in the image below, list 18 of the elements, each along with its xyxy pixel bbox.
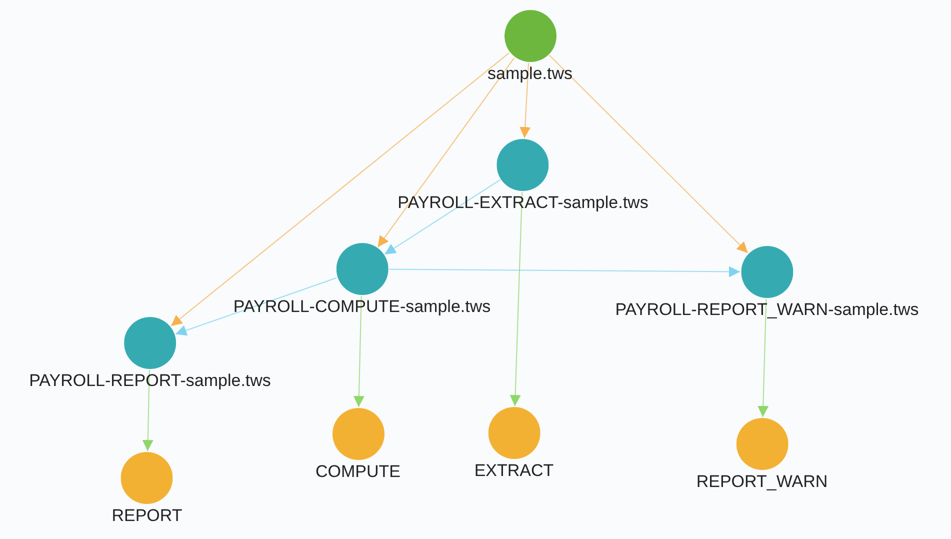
arrow [510, 191, 523, 407]
arrow [353, 296, 364, 408]
node-label: EXTRACT [474, 461, 554, 481]
arrow [384, 179, 501, 255]
arrow [548, 54, 748, 254]
arrow [170, 52, 510, 327]
arrow [142, 370, 154, 452]
arrow [377, 57, 515, 248]
node-label: REPORT [112, 506, 182, 526]
arrow [520, 62, 531, 139]
arrow [758, 298, 769, 418]
arrow [388, 266, 740, 278]
node-label: PAYROLL-REPORT-sample.tws [29, 371, 271, 391]
node-label: PAYROLL-COMPUTE-sample.tws [233, 297, 491, 317]
node-label: COMPUTE [316, 462, 400, 482]
node-label: PAYROLL-REPORT_WARN-sample.tws [615, 300, 919, 320]
arrow [175, 277, 337, 336]
node-label: REPORT_WARN [696, 472, 828, 492]
